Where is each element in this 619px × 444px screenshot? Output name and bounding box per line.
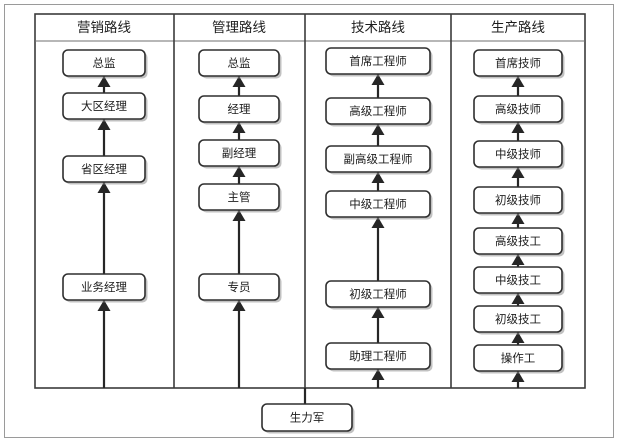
- node-box-production-0[interactable]: [473, 49, 563, 77]
- arrow-head-management-0: [232, 76, 246, 87]
- node-box-marketing-2[interactable]: [62, 155, 146, 183]
- arrow-head-marketing-2: [97, 182, 111, 193]
- node-label-production-1: 高级技师: [495, 102, 541, 116]
- node-box-management-0[interactable]: [198, 49, 280, 77]
- node-box-production-7[interactable]: [473, 344, 563, 372]
- node-label-production-3: 初级技师: [495, 193, 541, 207]
- node-label-marketing-0: 总监: [93, 56, 116, 70]
- node-box-production-2[interactable]: [473, 140, 563, 168]
- node-label-technical-1: 高级工程师: [349, 104, 407, 118]
- column-title-technical: 技术路线: [351, 20, 405, 35]
- node-label-production-7: 操作工: [501, 351, 536, 365]
- column-title-management: 管理路线: [212, 20, 266, 35]
- arrow-head-management-4: [232, 300, 246, 311]
- node-label-production-0: 首席技师: [495, 56, 541, 70]
- node-box-production-3[interactable]: [473, 186, 563, 214]
- arrow-head-technical-4: [371, 307, 385, 318]
- node-label-technical-4: 初级工程师: [349, 287, 407, 301]
- node-label-production-4: 高级技工: [495, 234, 541, 248]
- node-label-management-1: 经理: [228, 103, 251, 116]
- node-label-technical-2: 副高级工程师: [344, 152, 413, 166]
- node-box-marketing-1[interactable]: [62, 92, 146, 120]
- node-box-production-5[interactable]: [473, 266, 563, 294]
- arrow-head-production-3: [511, 213, 525, 224]
- node-label-marketing-1: 大区经理: [81, 99, 127, 113]
- arrow-head-production-0: [511, 76, 525, 87]
- node-box-technical-2[interactable]: [325, 145, 431, 173]
- node-label-marketing-2: 省区经理: [81, 163, 127, 176]
- node-box-production-4[interactable]: [473, 227, 563, 255]
- arrow-head-technical-1: [371, 124, 385, 135]
- arrow-head-technical-5: [371, 369, 385, 380]
- node-box-technical-5[interactable]: [325, 342, 431, 370]
- arrow-head-marketing-1: [97, 119, 111, 130]
- node-label-management-3: 主管: [228, 190, 251, 204]
- node-box-production-1[interactable]: [473, 95, 563, 123]
- arrow-head-management-3: [232, 210, 246, 221]
- node-box-production-6[interactable]: [473, 305, 563, 333]
- entry-node-label: 生力军: [290, 411, 325, 425]
- entry-node-group: 生力军: [261, 388, 355, 434]
- node-box-management-3[interactable]: [198, 183, 280, 211]
- node-label-production-6: 初级技工: [495, 312, 541, 326]
- arrow-head-management-2: [232, 166, 246, 177]
- node-box-technical-3[interactable]: [325, 190, 431, 218]
- node-label-management-2: 副经理: [222, 147, 257, 160]
- node-label-management-0: 总监: [228, 56, 251, 70]
- node-label-technical-3: 中级工程师: [349, 198, 407, 211]
- chart-frame: [34, 13, 586, 389]
- node-box-technical-0[interactable]: [325, 47, 431, 75]
- column-title-marketing: 营销路线: [77, 20, 131, 35]
- node-box-technical-1[interactable]: [325, 97, 431, 125]
- node-box-marketing-0[interactable]: [62, 49, 146, 77]
- arrow-head-technical-2: [371, 172, 385, 183]
- node-box-management-2[interactable]: [198, 139, 280, 167]
- node-label-production-5: 中级技工: [495, 274, 541, 287]
- arrow-head-technical-0: [371, 74, 385, 85]
- arrow-head-production-6: [511, 332, 525, 343]
- arrow-head-production-1: [511, 122, 525, 133]
- node-label-production-2: 中级技师: [495, 148, 541, 161]
- node-box-technical-4[interactable]: [325, 280, 431, 308]
- arrow-head-production-5: [511, 293, 525, 304]
- arrow-head-marketing-3: [97, 300, 111, 311]
- arrow-head-production-2: [511, 167, 525, 178]
- node-label-management-4: 专员: [228, 280, 251, 294]
- node-box-management-4[interactable]: [198, 273, 280, 301]
- arrow-head-management-1: [232, 122, 246, 133]
- node-label-technical-5: 助理工程师: [349, 349, 407, 363]
- node-label-technical-0: 首席工程师: [349, 54, 407, 68]
- node-label-marketing-3: 业务经理: [81, 280, 127, 294]
- column-title-production: 生产路线: [491, 20, 545, 35]
- arrow-head-marketing-0: [97, 76, 111, 87]
- arrow-head-production-4: [511, 254, 525, 265]
- node-box-marketing-3[interactable]: [62, 273, 146, 301]
- node-box-management-1[interactable]: [198, 95, 280, 123]
- arrow-head-production-7: [511, 371, 525, 382]
- entry-node-box[interactable]: [261, 403, 353, 432]
- arrow-head-technical-3: [371, 217, 385, 228]
